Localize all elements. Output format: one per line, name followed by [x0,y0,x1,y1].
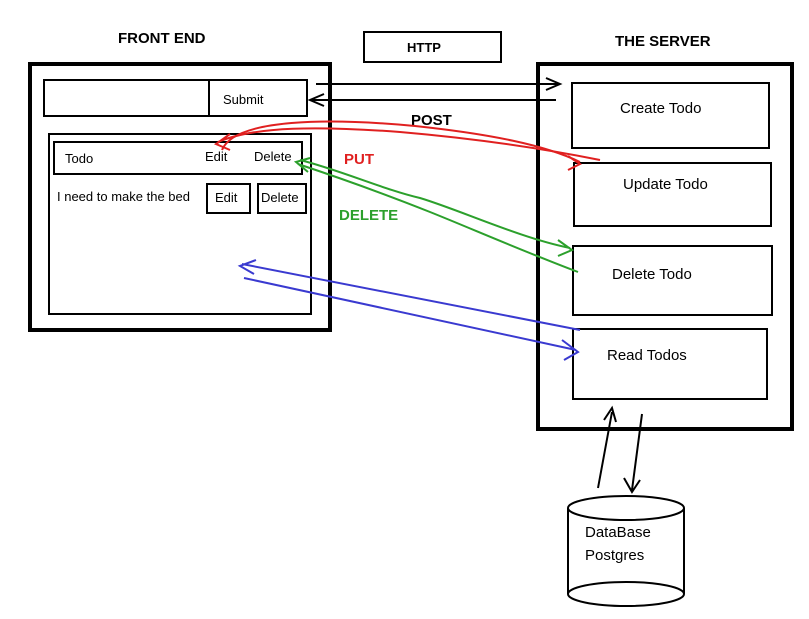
read-response-arrow [237,259,581,331]
http-box: HTTP [363,31,502,63]
todo-item-text: I need to make the bed [57,189,190,204]
delete-request-arrow [299,159,575,257]
post-request-arrow [316,77,563,91]
create-todo-endpoint: Create Todo [571,82,770,149]
read-todos-label: Read Todos [607,347,687,364]
server-title: THE SERVER [615,33,711,50]
delete-response-arrow [293,157,579,273]
db-down-arrow [623,413,643,494]
put-response-arrow [213,127,601,161]
todo-header-row: Todo Edit Delete [53,141,303,175]
read-request-arrow [243,277,580,361]
submit-button[interactable]: Submit [208,79,308,117]
post-arrows [307,77,563,107]
http-label: HTTP [407,40,441,55]
post-response-arrow [307,93,556,107]
delete-button-label: Delete [261,190,299,205]
database-label-line1: DataBase [585,524,651,541]
update-todo-endpoint: Update Todo [573,162,772,227]
delete-todo-label: Delete Todo [612,266,692,283]
todo-column-label: Todo [65,151,94,166]
delete-arrows [293,157,579,273]
edit-button-label: Edit [215,190,238,205]
delete-arrow-label: DELETE [339,207,399,224]
db-arrows [597,405,643,494]
delete-button[interactable]: Delete [257,183,307,214]
read-arrows [237,259,581,361]
put-request-arrow [221,120,582,171]
todo-input[interactable] [43,79,210,117]
database-icon [567,495,685,607]
edit-column-label: Edit [205,149,228,164]
edit-button[interactable]: Edit [206,183,251,214]
frontend-title: FRONT END [118,30,206,47]
database-label-line2: Postgres [585,547,645,564]
delete-todo-endpoint: Delete Todo [572,245,773,316]
db-up-arrow [597,405,617,489]
read-todos-endpoint: Read Todos [572,328,768,400]
post-label: POST [411,112,452,129]
put-arrows [213,120,601,171]
delete-column-label: Delete [254,149,292,164]
update-todo-label: Update Todo [623,176,708,193]
put-label: PUT [344,151,374,168]
submit-label: Submit [223,92,264,107]
create-todo-label: Create Todo [620,100,702,117]
